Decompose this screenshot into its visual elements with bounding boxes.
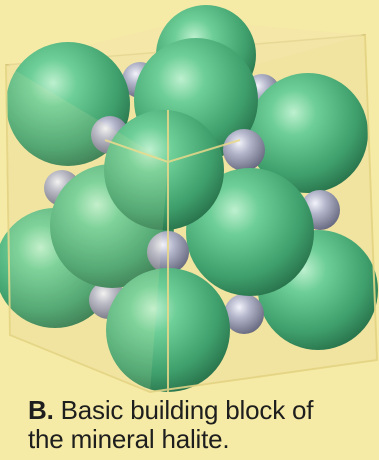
caption-line-2: the mineral halite.: [28, 425, 373, 454]
caption-text-1: Basic building block of: [61, 395, 314, 425]
figure-caption: B. Basic building block of the mineral h…: [28, 396, 373, 454]
panel-letter: B.: [28, 395, 54, 425]
sodium-ion: [223, 129, 265, 171]
sodium-ion: [224, 294, 264, 334]
caption-line-1: B. Basic building block of: [28, 396, 373, 425]
halite-crystal-illustration: [0, 0, 379, 400]
